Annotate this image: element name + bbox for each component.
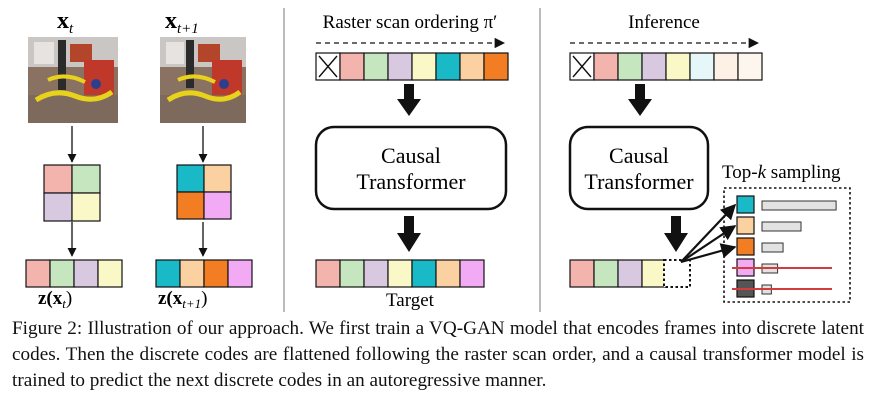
- candidate-probability-bar: [761, 200, 837, 211]
- code-token: [435, 52, 461, 81]
- inference-block-label-line1: Causal: [609, 143, 669, 168]
- code-token: [593, 52, 619, 81]
- inference-panel: Inference Causal Transformer Top-k sampl…: [568, 12, 851, 303]
- training-down-arrow-1: [397, 84, 421, 116]
- candidate-token: [736, 237, 755, 256]
- code-grid-t: [43, 164, 101, 222]
- sampling-arrow: [680, 203, 737, 263]
- code-token: [315, 259, 341, 288]
- code-token: [339, 259, 365, 288]
- training-causal-transformer-block: [314, 125, 508, 211]
- code-token: [593, 259, 619, 288]
- code-token: [387, 259, 413, 288]
- training-block-label-line1: Causal: [381, 143, 441, 168]
- inference-title: Inference: [628, 12, 700, 33]
- code-token: [25, 259, 51, 288]
- candidate-probability-bar: [761, 242, 784, 253]
- sampling-arrow: [680, 225, 737, 263]
- frame-label-t: xt: [57, 8, 74, 37]
- top-k-candidates: [680, 195, 837, 298]
- inference-down-arrow-2: [664, 216, 688, 252]
- training-panel: Raster scan ordering π′ Causal Transform…: [314, 12, 509, 311]
- candidate-probability-bar: [761, 221, 802, 232]
- code-token: [459, 52, 485, 81]
- code-token: [227, 259, 253, 288]
- raster-scan-title: Raster scan ordering π′: [323, 12, 498, 33]
- start-token-cross: [572, 55, 592, 78]
- code-cell: [176, 191, 205, 220]
- code-token: [411, 259, 437, 288]
- training-target-sequence: [315, 259, 485, 288]
- code-token: [641, 259, 667, 288]
- code-token: [411, 52, 437, 81]
- code-grid-t1: [176, 164, 232, 220]
- next-code-slot: [663, 259, 691, 288]
- code-cell: [71, 164, 101, 194]
- code-token: [689, 52, 715, 81]
- figure-caption: Figure 2: Illustration of our approach. …: [12, 318, 864, 391]
- frames-panel: xt xt+1: [25, 8, 253, 311]
- code-cell: [43, 164, 73, 194]
- target-label: Target: [386, 290, 435, 311]
- frame-image-t1: [160, 37, 246, 123]
- inference-input-sequence: [569, 52, 763, 81]
- code-token: [459, 259, 485, 288]
- code-token: [617, 52, 643, 81]
- code-token: [49, 259, 75, 288]
- sampling-arrow: [680, 243, 737, 264]
- code-cell: [43, 192, 73, 222]
- code-sequence-t1: [155, 259, 253, 288]
- code-cell: [176, 164, 205, 193]
- inference-down-arrow-1: [628, 84, 652, 116]
- start-token-cross: [318, 55, 338, 78]
- code-token: [617, 259, 643, 288]
- code-token: [363, 52, 389, 81]
- code-label-t: z(xt): [38, 288, 72, 311]
- inference-output-sequence: [569, 259, 667, 288]
- code-token: [569, 259, 595, 288]
- code-cell: [203, 164, 232, 193]
- inference-block-label-line2: Transformer: [584, 169, 694, 194]
- code-token: [155, 259, 181, 288]
- code-cell: [71, 192, 101, 222]
- code-token: [363, 259, 389, 288]
- code-label-t1: z(xt+1): [158, 288, 207, 311]
- code-token: [203, 259, 229, 288]
- training-input-sequence: [315, 52, 509, 81]
- code-token: [435, 259, 461, 288]
- frame-image-t: [28, 37, 118, 123]
- training-down-arrow-2: [397, 216, 421, 252]
- inference-causal-transformer-block: [568, 125, 710, 211]
- code-token: [737, 52, 763, 81]
- code-cell: [203, 191, 232, 220]
- candidate-token: [736, 195, 755, 214]
- candidate-token: [736, 216, 755, 235]
- code-token: [73, 259, 99, 288]
- code-token: [339, 52, 365, 81]
- code-token: [387, 52, 413, 81]
- approach-diagram: xt xt+1: [25, 8, 851, 312]
- code-token: [641, 52, 667, 81]
- code-sequence-t: [25, 259, 123, 288]
- code-token: [179, 259, 205, 288]
- code-token: [713, 52, 739, 81]
- code-token: [97, 259, 123, 288]
- top-k-sampling-label: Top-k sampling: [722, 162, 841, 183]
- code-token: [665, 52, 691, 81]
- frame-label-t1: xt+1: [165, 8, 199, 37]
- training-block-label-line2: Transformer: [356, 169, 466, 194]
- code-token: [483, 52, 509, 81]
